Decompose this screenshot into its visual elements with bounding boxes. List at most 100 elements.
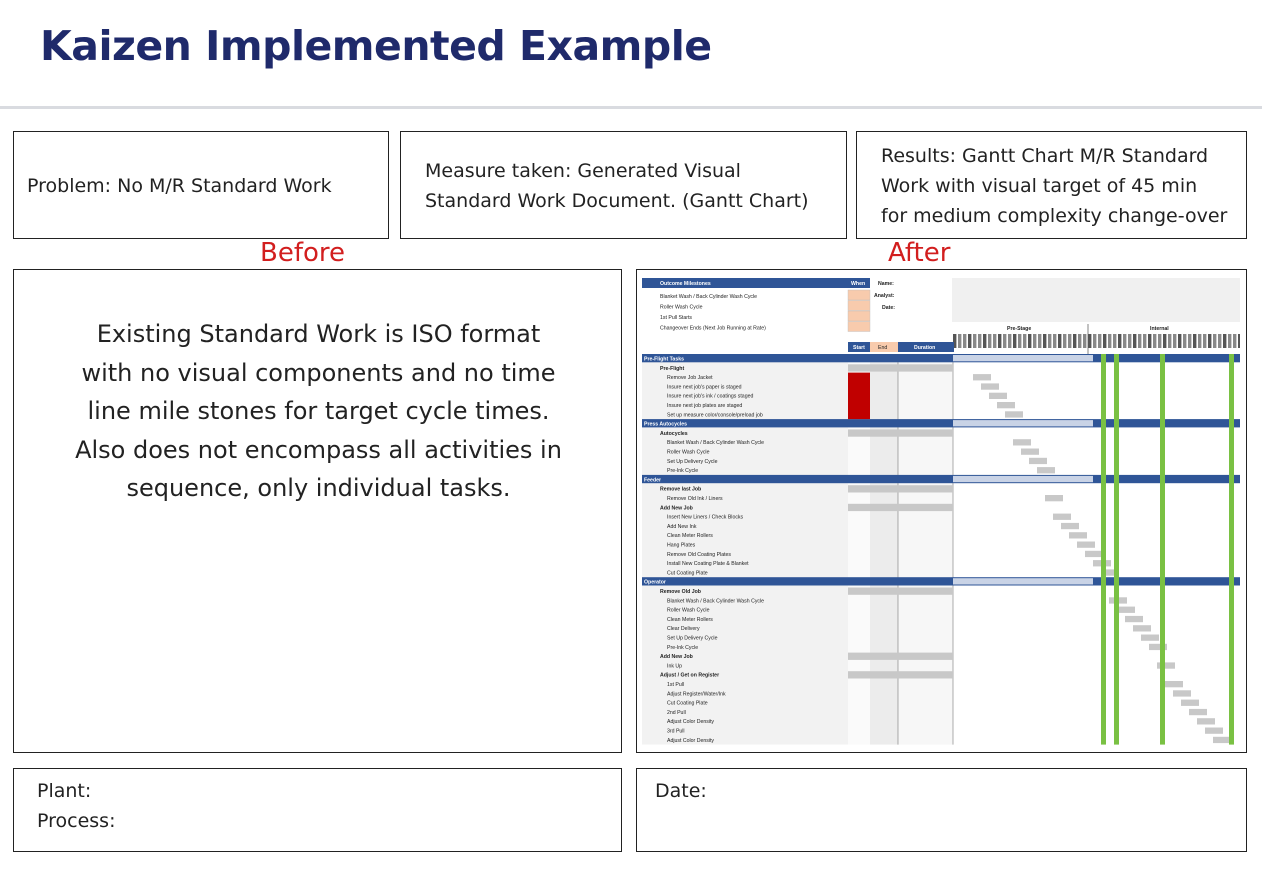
timeline-tick xyxy=(968,334,972,348)
timeline-tick xyxy=(1103,334,1107,348)
measure-line-1: Measure taken: Generated Visual xyxy=(425,160,741,182)
gantt-task-label: Remove Old Coating Plates xyxy=(667,552,731,558)
gantt-task-bar xyxy=(1189,708,1207,716)
timeline-tick xyxy=(993,334,997,348)
timeline-tick xyxy=(1188,334,1192,348)
timeline-tick xyxy=(1153,334,1157,348)
gantt-section-bar xyxy=(642,577,1240,586)
timeline-tick xyxy=(1143,334,1147,348)
timeline-tick xyxy=(1083,334,1087,348)
gantt-task-label: Install New Coating Plate & Blanket xyxy=(667,561,749,567)
timeline-tick xyxy=(1038,334,1042,348)
col-start: Start xyxy=(853,345,865,351)
gantt-group-label: Adjust / Get on Register xyxy=(660,673,719,679)
timeline-tick xyxy=(1123,334,1127,348)
before-line-2: with no visual components and no time xyxy=(81,358,556,387)
measure-line-2: Standard Work Document. (Gantt Chart) xyxy=(425,190,809,212)
date-box: Date: xyxy=(636,768,1247,852)
gantt-task-bar xyxy=(1181,699,1199,706)
gantt-analyst-label: Analyst: xyxy=(874,293,895,299)
gantt-task-bar xyxy=(1157,662,1175,669)
gantt-task-label: Set Up Delivery Cycle xyxy=(667,636,718,642)
gantt-task-label: Cut Coating Plate xyxy=(667,570,708,576)
gantt-task-label: Remove Job Jacket xyxy=(667,375,713,381)
gantt-task-bar xyxy=(1213,736,1231,744)
gantt-task-label: Clean Meter Rollers xyxy=(667,533,713,539)
plant-process-box: Plant: Process: xyxy=(13,768,622,852)
title-divider xyxy=(0,106,1262,109)
before-line-3: line mile stones for target cycle times. xyxy=(87,397,550,425)
problem-box: Problem: No M/R Standard Work xyxy=(13,131,389,239)
timeline-tick xyxy=(1148,334,1152,348)
results-line-2: Work with visual target of 45 min xyxy=(881,175,1198,197)
gantt-task-bar xyxy=(981,383,999,390)
gantt-group-label: Remove last Job xyxy=(660,487,701,493)
timeline-tick xyxy=(963,334,967,348)
gantt-task-label: Roller Wash Cycle xyxy=(667,450,710,456)
gantt-task-label: Hang Plates xyxy=(667,543,696,549)
milestone-when-cell xyxy=(847,310,871,322)
gantt-task-label: Set up measure color/console/preload job xyxy=(667,412,763,418)
gantt-task-label: Blanket Wash / Back Cylinder Wash Cycle xyxy=(667,440,764,446)
timeline-tick xyxy=(1223,334,1227,348)
results-line-1: Results: Gantt Chart M/R Standard xyxy=(881,145,1209,167)
timeline-tick xyxy=(1048,334,1052,348)
gantt-section-span xyxy=(953,578,1093,585)
gantt-milestone-line xyxy=(1160,354,1165,745)
timeline-tick xyxy=(1203,334,1207,348)
timeline-tick xyxy=(1003,334,1007,348)
milestones-header: Outcome Milestones xyxy=(660,281,711,287)
gantt-task-label: Pre-Ink Cycle xyxy=(667,645,698,651)
gantt-task-bar xyxy=(1053,513,1071,520)
gantt-task-bar xyxy=(1077,541,1095,548)
gantt-task-bar xyxy=(1165,681,1183,688)
timeline-tick xyxy=(1078,334,1082,348)
timeline-tick xyxy=(1178,334,1182,348)
gantt-group-label: Remove Old Job xyxy=(660,589,701,595)
gantt-task-bar xyxy=(989,392,1007,399)
start-column-bg xyxy=(848,354,870,745)
timeline-tick xyxy=(1193,334,1197,348)
gantt-task-label: Adjust Color Density xyxy=(667,738,714,744)
timeline-tick xyxy=(1033,334,1037,348)
gantt-group-summary xyxy=(848,429,953,437)
end-column-bg xyxy=(870,354,898,745)
gantt-task-bar xyxy=(1149,643,1167,651)
gantt-task-label: Insert New Liners / Check Blocks xyxy=(667,515,744,521)
stage-prestage: Pre-Stage xyxy=(1007,326,1031,332)
gantt-task-label: Set Up Delivery Cycle xyxy=(667,459,718,465)
before-description: Existing Standard Work is ISO format wit… xyxy=(14,315,623,508)
gantt-task-bar xyxy=(1069,532,1087,539)
gantt-group-summary xyxy=(848,671,953,679)
timeline-tick xyxy=(1098,334,1102,348)
gantt-name-label: Name: xyxy=(878,281,894,287)
milestone-item: 1st Pull Starts xyxy=(660,315,692,321)
gantt-task-bar xyxy=(1141,634,1159,641)
timeline-tick xyxy=(1073,334,1077,348)
timeline-tick xyxy=(1063,334,1067,348)
when-header-bg xyxy=(848,278,870,288)
gantt-section-label: Press Autocycles xyxy=(644,422,687,428)
timeline-tick xyxy=(978,334,982,348)
timeline-tick xyxy=(1198,334,1202,348)
gantt-task-bar xyxy=(1173,690,1191,697)
timeline-tick xyxy=(973,334,977,348)
gantt-section-bar xyxy=(642,474,1240,484)
milestone-when-cell xyxy=(847,289,871,301)
gantt-task-label: Blanket Wash / Back Cylinder Wash Cycle xyxy=(667,598,764,604)
gantt-task-bar xyxy=(1117,606,1135,613)
timeline-tick xyxy=(1138,334,1142,348)
gantt-group-label: Add New Job xyxy=(660,654,693,660)
gantt-task-bar xyxy=(1029,457,1047,465)
before-line-5: sequence, only individual tasks. xyxy=(126,474,511,502)
col-duration: Duration xyxy=(914,345,935,351)
timeline-tick xyxy=(1023,334,1027,348)
gantt-info-panel xyxy=(952,278,1240,322)
timeline-tick xyxy=(1183,334,1187,348)
timeline-tick xyxy=(983,334,987,348)
gantt-section-span xyxy=(953,475,1093,483)
gantt-task-label: Clean Meter Rollers xyxy=(667,617,713,623)
gantt-section-label: Operator xyxy=(644,580,666,586)
timeline-tick xyxy=(1133,334,1137,348)
